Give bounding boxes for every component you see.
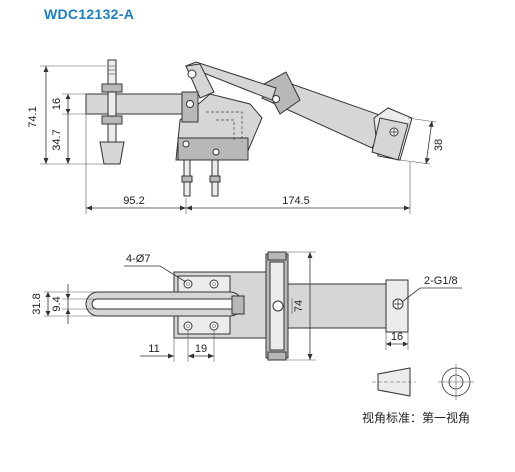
side-bolts (181, 159, 221, 197)
top-dim-lines (44, 251, 462, 362)
side-view: 74.1 16 34.7 95.2 174.5 38 (27, 59, 445, 214)
dim-lower-height: 34.7 (51, 129, 63, 150)
clamp-bar (85, 93, 193, 115)
mount-hole-3 (183, 321, 193, 331)
dim-width-outer: 31.8 (31, 293, 43, 314)
cylinder-head (371, 117, 409, 161)
rod-clamp-band (263, 71, 301, 115)
dim-height: 74 (293, 300, 305, 312)
model-title: WDC12132-A (44, 6, 135, 22)
upper-nut (101, 83, 123, 93)
dim-port: 2-G1/8 (424, 275, 458, 287)
mount-hole-2 (209, 279, 219, 289)
dim-width-inner: 9.4 (51, 296, 63, 311)
side-dim-lines (40, 65, 437, 214)
spindle (107, 59, 117, 145)
projection-symbol: 视角标准：第一视角 (362, 364, 474, 425)
top-slot (91, 298, 239, 310)
dim-offset: 11 (148, 343, 159, 355)
mount-hole-4 (209, 321, 219, 331)
dim-total-height: 74.1 (27, 106, 39, 127)
dim-hole-spacing: 19 (195, 343, 207, 355)
projection-label: 视角标准：第一视角 (362, 410, 470, 425)
upper-link (184, 61, 277, 101)
dim-left-length: 95.2 (123, 195, 144, 207)
side-linkage (184, 61, 277, 113)
base-plate (177, 137, 249, 161)
dim-cylinder-dia: 38 (433, 139, 445, 151)
dim-bar-height: 16 (51, 98, 63, 110)
top-cylinder (283, 283, 389, 329)
dim-port-offset: 16 (391, 331, 403, 343)
dim-holes: 4-Ø7 (126, 253, 150, 265)
side-cylinder (260, 71, 413, 161)
top-view: 4-Ø7 2-G1/8 31.8 9.4 74 11 19 16 (31, 251, 462, 362)
dim-right-length: 174.5 (282, 195, 310, 207)
side-spindle (99, 59, 125, 165)
projection-circle-icon (438, 364, 474, 400)
spindle-pad (99, 141, 125, 165)
lower-nut (101, 115, 123, 125)
